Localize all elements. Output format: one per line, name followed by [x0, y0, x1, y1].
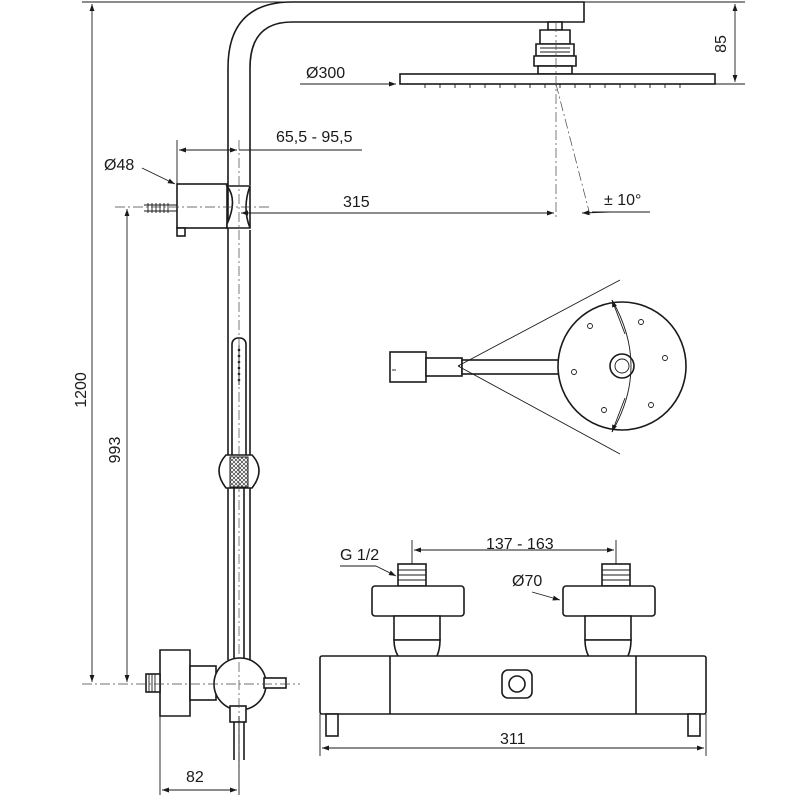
nozzle-dots [571, 319, 668, 413]
label-wall-offset: 82 [186, 769, 204, 786]
shower-column-side-view [144, 1, 716, 760]
label-mount-height: 993 [107, 437, 124, 464]
label-arm-adjust: 65,5 - 95,5 [276, 129, 353, 146]
label-tilt: ± 10° [604, 192, 641, 209]
dimension-lines-mixer [319, 540, 707, 756]
label-arm-reach: 315 [343, 194, 370, 211]
label-total-height: 1200 [73, 372, 90, 408]
label-eccentric-diameter: Ø70 [512, 573, 542, 590]
mixer-front-view [319, 563, 707, 737]
mixer-side-view [145, 649, 287, 723]
label-head-diameter: Ø300 [306, 65, 345, 82]
dimension-lines-side [82, 1, 745, 795]
label-body-length: 311 [500, 731, 526, 748]
shower-head-top-view [389, 279, 687, 455]
label-clamp-diameter: Ø48 [104, 157, 134, 174]
shower-head-connector [533, 21, 577, 75]
shower-head-side [399, 73, 716, 88]
label-inlet-thread: G 1/2 [340, 547, 379, 564]
arm-clamp [144, 183, 251, 237]
label-inlet-spacing: 137 - 163 [486, 536, 554, 553]
dimension-labels-mixer: G 1/2 137 - 163 Ø70 311 [340, 536, 554, 748]
label-arm-drop: 85 [713, 35, 730, 53]
dimension-labels-side: Ø300 85 65,5 - 95,5 Ø48 315 ± 10° 1200 9… [73, 35, 730, 786]
